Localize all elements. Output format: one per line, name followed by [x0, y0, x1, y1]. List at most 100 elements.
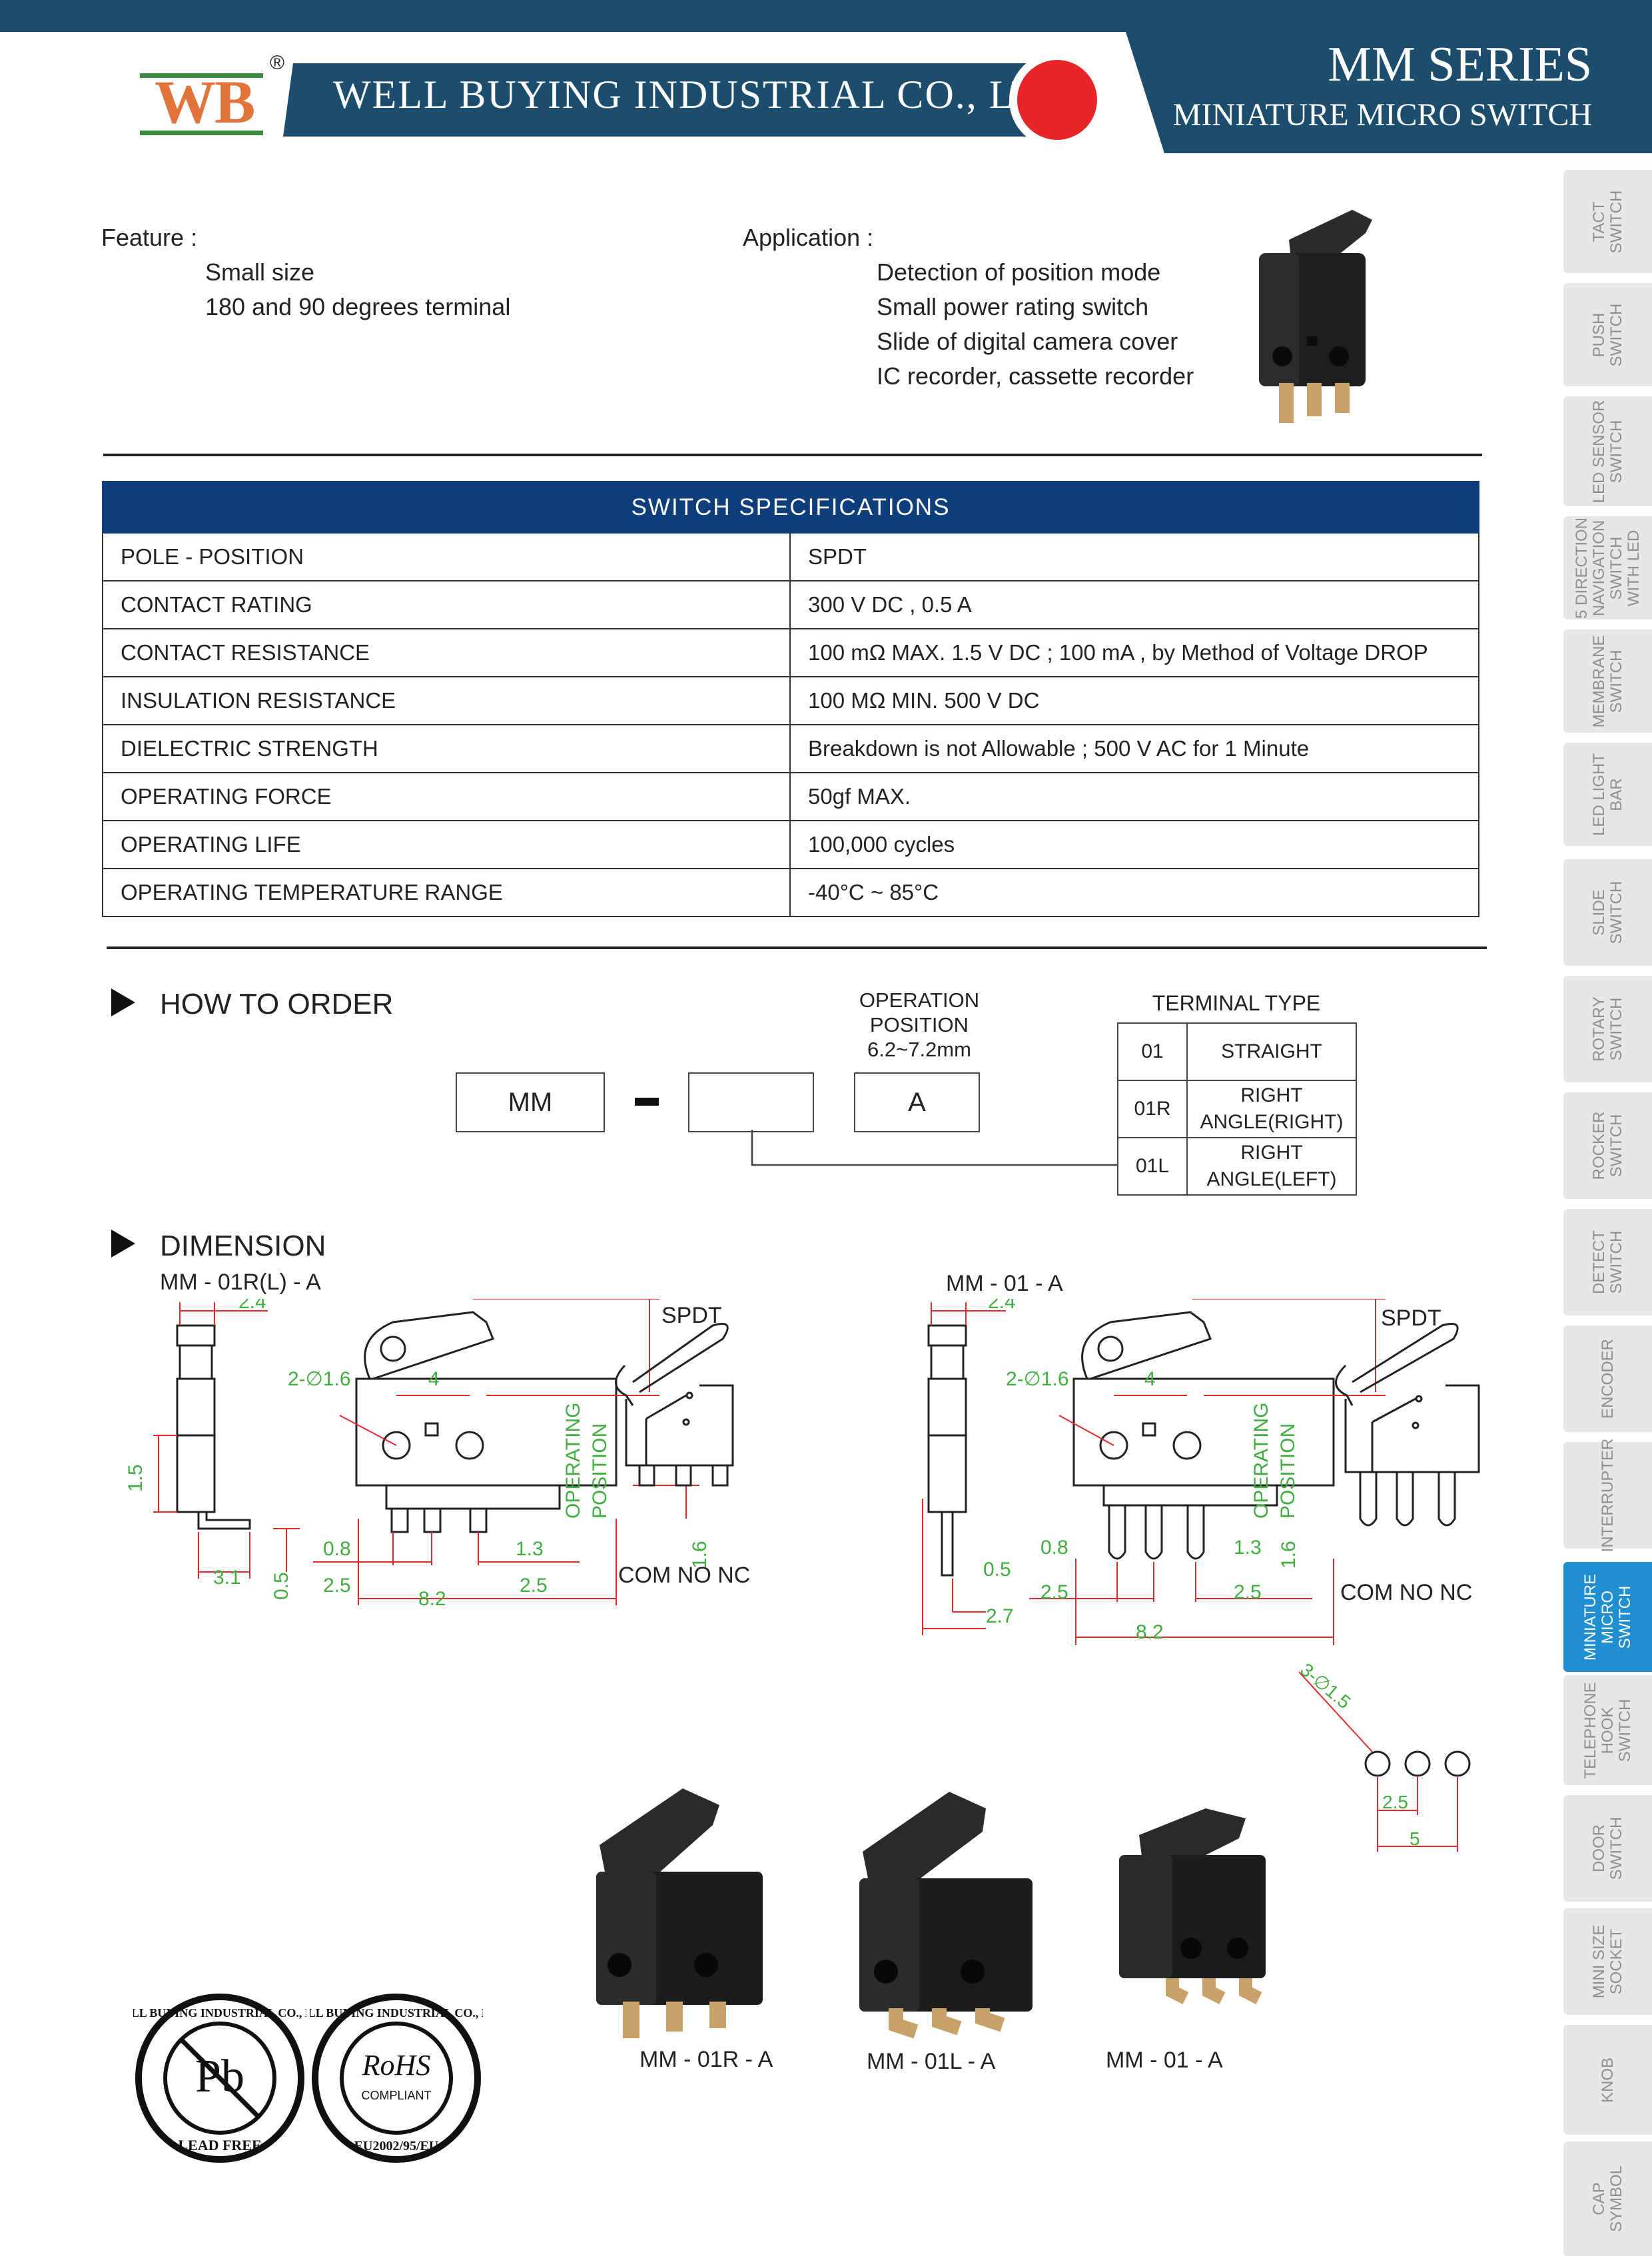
photo-caption: MM - 01R - A — [639, 2047, 773, 2072]
dim-label: 8.2 — [418, 1588, 446, 1610]
dim-label: 1.6 — [689, 1541, 711, 1569]
dim-label: 8.2 — [1136, 1621, 1164, 1643]
dimension-title: DIMENSION — [160, 1230, 326, 1262]
operation-label-line: OPERATION — [859, 988, 980, 1012]
side-tab[interactable]: 5 DIRECTION NAVIGATION SWITCH WITH LED — [1563, 516, 1652, 619]
photo-caption: MM - 01 - A — [1106, 2048, 1223, 2073]
side-tab-label: PUSH SWITCH — [1589, 303, 1625, 366]
dim-label: OPERATING — [1250, 1403, 1272, 1519]
order-connector-line — [751, 1130, 1117, 1166]
side-tab[interactable]: LED SENSOR SWITCH — [1563, 396, 1652, 506]
triangle-bullet-icon — [111, 988, 135, 1016]
dim-label: 1.6 — [1278, 1541, 1300, 1569]
company-name: WELL BUYING INDUSTRIAL CO., LTD — [333, 73, 1067, 117]
dim-label: 2.4 — [988, 1299, 1016, 1313]
badge-center-text: RoHS — [362, 2049, 431, 2081]
side-tab-label: DETECT SWITCH — [1589, 1230, 1625, 1294]
application-item: Detection of position mode — [877, 258, 1161, 286]
side-tab-label: MINIATURE MICRO SWITCH — [1581, 1573, 1634, 1661]
side-tab-label: CAP SYMBOL — [1589, 2165, 1625, 2233]
side-tab[interactable]: ROCKER SWITCH — [1563, 1092, 1652, 1199]
dim-label: POSITION — [589, 1423, 611, 1519]
spec-row: OPERATING TEMPERATURE RANGE-40°C ~ 85°C — [102, 868, 1479, 917]
order-suffix-box: A — [854, 1072, 980, 1132]
pcb-hole-pattern: 3-∅1.5 2.5 5 — [1296, 1659, 1471, 1852]
operation-label-line: POSITION — [869, 1013, 969, 1036]
side-tab[interactable]: MEMBRANE SWITCH — [1563, 629, 1652, 733]
terminal-type-title: TERMINAL TYPE — [1152, 991, 1321, 1015]
side-tab[interactable]: MINIATURE MICRO SWITCH — [1563, 1562, 1652, 1672]
side-tab[interactable]: SLIDE SWITCH — [1563, 859, 1652, 966]
spec-value: 100 mΩ MAX. 1.5 V DC ; 100 mA , by Metho… — [789, 628, 1479, 677]
terminal-code: 01L — [1117, 1137, 1188, 1196]
dim-label: 2-∅1.6 — [1006, 1368, 1069, 1390]
side-tab[interactable]: KNOB — [1563, 2025, 1652, 2135]
dim-label: 2.5 — [520, 1575, 548, 1597]
series-subtitle: MINIATURE MICRO SWITCH — [1172, 97, 1592, 133]
side-tab[interactable]: MINI SIZE SOCKET — [1563, 1908, 1652, 2015]
side-tab-label: 5 DIRECTION NAVIGATION SWITCH WITH LED — [1572, 517, 1643, 619]
order-suffix: A — [908, 1087, 926, 1117]
how-to-order-title: HOW TO ORDER — [160, 988, 394, 1020]
spec-name: CONTACT RATING — [102, 580, 791, 629]
badge-ring-text: WELL BUYING INDUSTRIAL CO., LTD — [310, 2006, 483, 2020]
side-tab[interactable]: DOOR SWITCH — [1563, 1795, 1652, 1902]
triangle-bullet-icon — [111, 1230, 135, 1258]
side-tab[interactable]: INTERRUPTER — [1563, 1439, 1652, 1552]
side-tab-label: ENCODER — [1598, 1338, 1617, 1419]
side-tab[interactable]: PUSH SWITCH — [1563, 283, 1652, 386]
left-dimension-drawing: 2.4 2-∅1.6 4 1.5 OPERATING POSITION 1.6 … — [125, 1299, 734, 1610]
dim-label: 1.3 — [1234, 1537, 1262, 1559]
spec-value: 100 MΩ MIN. 500 V DC — [789, 676, 1479, 725]
side-tab-label: LED LIGHT BAR — [1589, 753, 1625, 836]
divider — [103, 454, 1482, 456]
photo-caption: MM - 01L - A — [867, 2049, 996, 2074]
dim-label: POSITION — [1277, 1423, 1299, 1519]
application-item: Small power rating switch — [877, 293, 1149, 320]
side-tab[interactable]: ENCODER — [1563, 1325, 1652, 1432]
order-prefix: MM — [508, 1087, 553, 1117]
dim-label: 0.8 — [323, 1538, 351, 1560]
side-tab-label: MINI SIZE SOCKET — [1589, 1924, 1625, 1999]
side-tab[interactable]: LED LIGHT BAR — [1563, 743, 1652, 846]
dim-label: OPERATING — [562, 1403, 584, 1519]
dim-label: 3.1 — [213, 1567, 241, 1589]
red-dot-icon — [1009, 52, 1105, 148]
side-tab[interactable]: DETECT SWITCH — [1563, 1209, 1652, 1316]
left-pin-labels: COM NO NC — [618, 1563, 751, 1588]
dim-label: 1.5 — [125, 1464, 147, 1492]
spec-name: CONTACT RESISTANCE — [102, 628, 791, 677]
dim-label: 2.5 — [1382, 1792, 1408, 1812]
brand-logo: WB — [155, 68, 255, 136]
badge-ring-text: WELL BUYING INDUSTRIAL CO., LTD — [133, 2006, 306, 2020]
side-tab[interactable]: TACT SWITCH — [1563, 170, 1652, 273]
dim-label: 2.5 — [323, 1575, 351, 1597]
terminal-desc-line: ANGLE(RIGHT) — [1200, 1111, 1344, 1133]
spec-name: OPERATING LIFE — [102, 820, 791, 869]
side-tab-label: ROTARY SWITCH — [1589, 996, 1625, 1062]
dim-label: 2-∅1.6 — [288, 1368, 351, 1390]
side-tab[interactable]: TELEPHONE HOOK SWITCH — [1563, 1675, 1652, 1785]
side-tab[interactable]: ROTARY SWITCH — [1563, 976, 1652, 1082]
spec-value: Breakdown is not Allowable ; 500 V AC fo… — [789, 724, 1479, 773]
side-tab-label: INTERRUPTER — [1598, 1438, 1617, 1553]
side-tab[interactable]: CAP SYMBOL — [1563, 2141, 1652, 2256]
operation-label-line: 6.2~7.2mm — [867, 1038, 971, 1061]
divider — [107, 946, 1487, 949]
spec-name: OPERATING FORCE — [102, 772, 791, 821]
badge-center-text: Pb — [195, 2051, 244, 2102]
right-spdt-label: SPDT — [1381, 1306, 1442, 1331]
dim-label: 1.3 — [516, 1538, 544, 1560]
series-title: MM SERIES — [1328, 37, 1592, 92]
spec-name: OPERATING TEMPERATURE RANGE — [102, 868, 791, 917]
spec-name: DIELECTRIC STRENGTH — [102, 724, 791, 773]
